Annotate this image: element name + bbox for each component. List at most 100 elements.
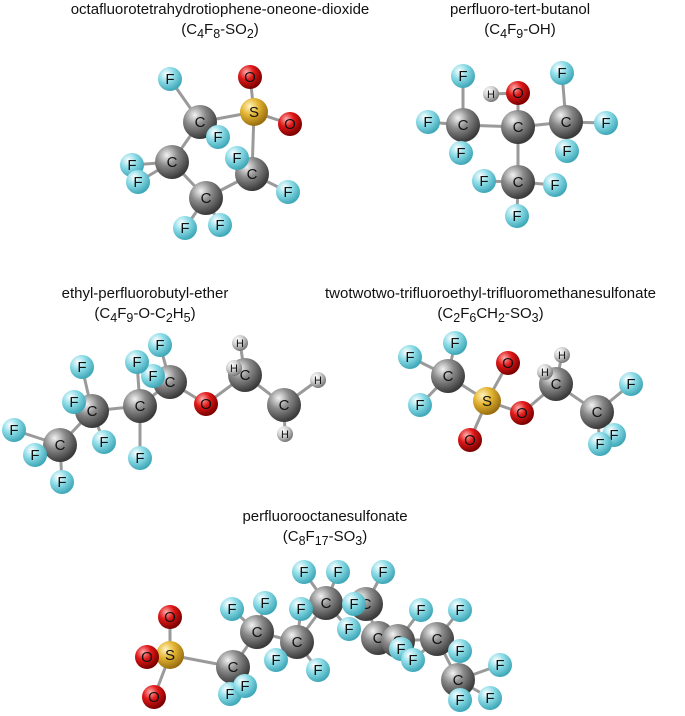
molecule-5-formula: (C8F17-SO3): [282, 528, 368, 548]
atom-f-sphere: [408, 393, 432, 417]
atom-f-sphere: [505, 204, 529, 228]
atom-o-sphere: [278, 112, 302, 136]
molecule-3-atom-f: F: [92, 430, 116, 454]
molecule-5-name: perfluorooctanesulfonate: [242, 508, 408, 525]
molecule-4-atom-h: H: [537, 364, 553, 380]
atom-f-letter: F: [180, 220, 189, 237]
atom-c-sphere: [240, 615, 274, 649]
molecule-5-atom-c: C: [441, 663, 475, 697]
atom-f-sphere: [289, 597, 313, 621]
atom-c-letter: C: [247, 166, 258, 183]
atom-f-sphere: [253, 591, 277, 615]
atom-h-letter: H: [236, 338, 244, 350]
atom-c-sphere: [189, 181, 223, 215]
molecule-3-atom-h: H: [232, 335, 248, 351]
atom-f-letter: F: [344, 621, 353, 638]
molecule-4-name: twotwotwo-trifluoroethyl-trifluoromethan…: [325, 285, 656, 302]
atom-h-sphere: [277, 426, 293, 442]
molecule-4-atom-f: F: [408, 393, 432, 417]
atom-f-sphere: [125, 350, 149, 374]
molecule-5-atom-c: C: [280, 625, 314, 659]
molecule-3-atom-c: C: [123, 389, 157, 423]
atom-c-letter: C: [321, 595, 332, 612]
atom-f-letter: F: [313, 662, 322, 679]
molecule-2-atom-o: O: [506, 81, 530, 105]
atom-c-sphere: [501, 110, 535, 144]
molecule-4-atom-c: C: [580, 395, 614, 429]
atom-h-sphere: [310, 372, 326, 388]
molecule-4-label: twotwotwo-trifluoroethyl-trifluoromethan…: [296, 284, 685, 328]
atom-f-letter: F: [271, 652, 280, 669]
atom-f-sphere: [126, 170, 150, 194]
atom-o-letter: O: [200, 396, 212, 413]
molecule-2-label: perfluoro-tert-butanol (C4F9-OH): [410, 0, 630, 44]
molecule-4-atom-c: C: [431, 359, 465, 393]
atom-o-sphere: [142, 685, 166, 709]
molecule-3-atom-o: O: [194, 392, 218, 416]
atom-c-letter: C: [551, 376, 562, 393]
atom-c-sphere: [446, 108, 480, 142]
molecule-3-atom-f: F: [2, 418, 26, 442]
molecule-4-atom-f: F: [588, 432, 612, 456]
atom-c-letter: C: [513, 174, 524, 191]
atom-f-letter: F: [148, 368, 157, 385]
atom-f-letter: F: [601, 115, 610, 132]
atom-f-sphere: [478, 686, 502, 710]
atom-o-letter: O: [502, 355, 514, 372]
atom-f-letter: F: [562, 143, 571, 160]
atom-c-letter: C: [432, 631, 443, 648]
molecule-2-atom-f: F: [449, 141, 473, 165]
molecule-2-atom-c: C: [501, 165, 535, 199]
atom-f-letter: F: [227, 601, 236, 618]
atom-f-letter: F: [133, 174, 142, 191]
atom-f-letter: F: [215, 217, 224, 234]
molecule-1-atom-f: F: [158, 67, 182, 91]
atom-c-letter: C: [195, 114, 206, 131]
atom-f-letter: F: [595, 436, 604, 453]
molecule-2-atom-f: F: [555, 139, 579, 163]
atom-f-sphere: [233, 674, 257, 698]
molecule-5-atom-o: O: [142, 685, 166, 709]
atom-f-sphere: [292, 560, 316, 584]
molecule-3-atom-f: F: [148, 333, 172, 357]
atom-f-sphere: [448, 688, 472, 712]
molecule-3-atom-f: F: [23, 443, 47, 467]
atom-f-letter: F: [557, 65, 566, 82]
atom-c-sphere: [441, 663, 475, 697]
atom-f-letter: F: [57, 474, 66, 491]
molecule-5-atom-c: C: [240, 615, 274, 649]
atom-f-letter: F: [240, 678, 249, 695]
atom-f-sphere: [409, 598, 433, 622]
molecule-5-atom-f: F: [401, 648, 425, 672]
molecule-4-atom-f: F: [619, 372, 643, 396]
atom-f-sphere: [173, 216, 197, 240]
molecule-5-atom-f: F: [264, 648, 288, 672]
molecule-3-atom-h: H: [226, 360, 242, 376]
atom-f-letter: F: [405, 349, 414, 366]
molecule-4-atom-h: H: [554, 347, 570, 363]
atom-c-letter: C: [55, 437, 66, 454]
molecule-1-atom-c: C: [189, 181, 223, 215]
molecule-5-atom-c: C: [309, 586, 343, 620]
atom-o-sphere: [238, 65, 262, 89]
molecule-3-atom-c: C: [43, 428, 77, 462]
molecule-3-atom-f: F: [70, 355, 94, 379]
atom-f-letter: F: [415, 397, 424, 414]
atom-c-letter: C: [201, 190, 212, 207]
atom-f-sphere: [158, 67, 182, 91]
atom-f-letter: F: [378, 564, 387, 581]
atom-o-sphere: [506, 81, 530, 105]
atom-f-letter: F: [296, 601, 305, 618]
atom-f-sphere: [326, 560, 350, 584]
atom-f-sphere: [2, 418, 26, 442]
molecule-3-label: ethyl-perfluorobutyl-ether (C4F9-O-C2H5): [0, 284, 290, 328]
atom-c-sphere: [43, 428, 77, 462]
atom-f-sphere: [588, 432, 612, 456]
atom-f-sphere: [62, 390, 86, 414]
molecule-3-atom-f: F: [128, 446, 152, 470]
molecule-5-atom-o: O: [135, 645, 159, 669]
atom-f-sphere: [128, 446, 152, 470]
atom-f-sphere: [371, 560, 395, 584]
molecule-1-atom-f: F: [225, 146, 249, 170]
atom-f-letter: F: [225, 686, 234, 703]
